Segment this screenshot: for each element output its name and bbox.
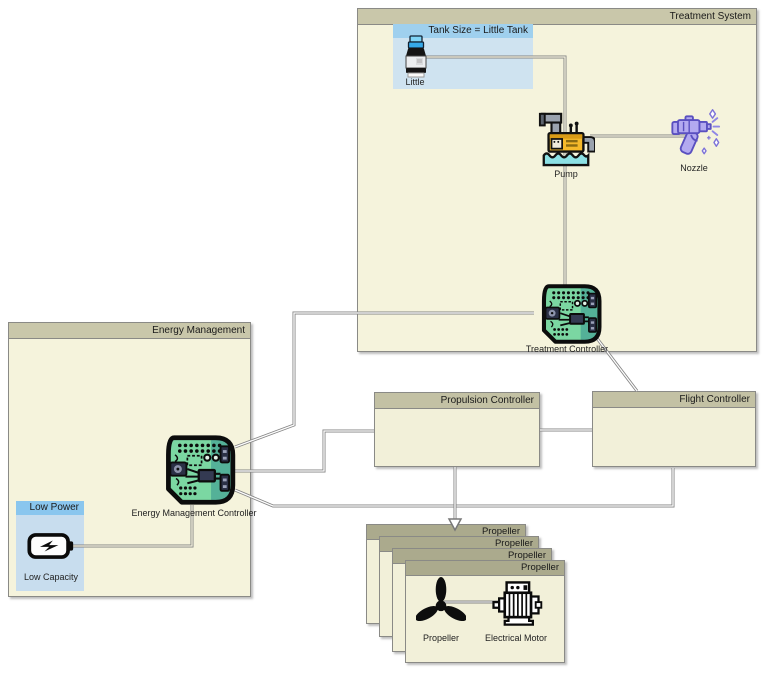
- block-title-flight-controller: Flight Controller: [593, 392, 755, 408]
- nozzle-label: Nozzle: [680, 163, 708, 173]
- propeller-label: Propeller: [422, 633, 460, 643]
- low-power-variant-title: Low Power: [16, 501, 84, 515]
- battery-icon[interactable]: [27, 532, 75, 560]
- panel-title-treatment-system: Treatment System: [358, 9, 756, 25]
- spray-bottle-icon[interactable]: [399, 35, 433, 79]
- block-title-propulsion-controller: Propulsion Controller: [375, 393, 539, 409]
- energy-management-controller-label: Energy Management Controller: [131, 508, 257, 518]
- block-flight-controller[interactable]: Flight Controller: [592, 391, 756, 467]
- wire-emc-to-propulsion-controller[interactable]: [235, 429, 374, 473]
- block-propulsion-controller[interactable]: Propulsion Controller: [374, 392, 540, 467]
- water-pump-icon[interactable]: [537, 108, 595, 168]
- circuit-board-icon[interactable]: [529, 283, 603, 345]
- tank-size-variant-title: Tank Size = Little Tank: [393, 24, 533, 38]
- wire-propulsion-to-propeller[interactable]: [447, 467, 463, 532]
- panel-title-energy-management: Energy Management: [9, 323, 250, 339]
- propeller-icon[interactable]: [416, 574, 466, 630]
- electric-motor-icon[interactable]: [486, 578, 546, 630]
- treatment-controller-label: Treatment Controller: [525, 344, 609, 354]
- block-title-propeller-4: Propeller: [406, 561, 564, 576]
- circuit-board-icon[interactable]: [151, 434, 237, 506]
- tank-item-label: Little: [405, 77, 425, 87]
- wire-emc-to-flight-controller[interactable]: [234, 468, 675, 508]
- electrical-motor-label: Electrical Motor: [484, 633, 548, 643]
- pump-label: Pump: [554, 169, 578, 179]
- battery-item-label: Low Capacity: [23, 572, 79, 582]
- spray-gun-icon[interactable]: [663, 108, 721, 162]
